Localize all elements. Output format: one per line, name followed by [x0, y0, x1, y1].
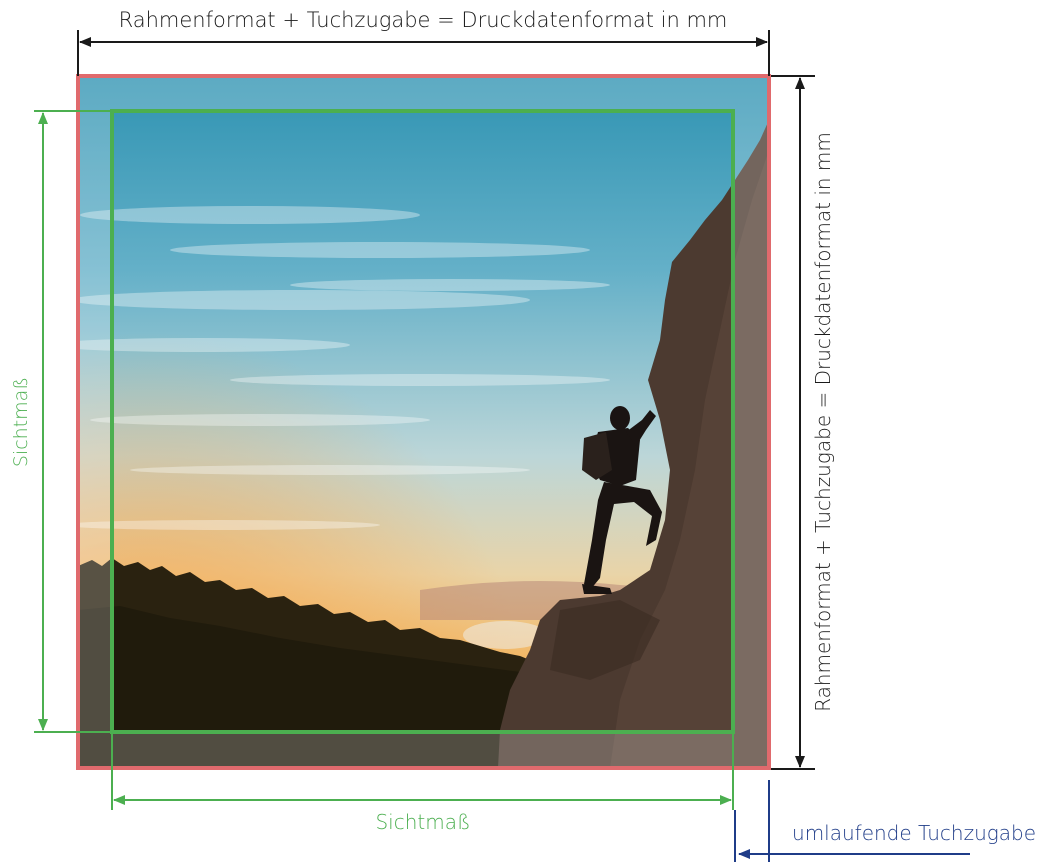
bleed-callout: umlaufende Tuchzugabe — [734, 780, 1036, 862]
bottom-dimension-label: Sichtmaß — [375, 810, 470, 834]
top-dimension-label: Rahmenformat + Tuchzugabe = Druckdatenfo… — [119, 8, 728, 32]
left-dimension-label: Sichtmaß — [10, 377, 32, 467]
print-format-outline — [76, 74, 771, 770]
cloud-streaks — [78, 206, 610, 530]
forest — [78, 558, 530, 768]
top-dimension: Rahmenformat + Tuchzugabe = Druckdatenfo… — [77, 8, 770, 76]
photo-illustration — [78, 76, 769, 768]
visible-area-outline — [110, 109, 735, 734]
bleed-label: umlaufende Tuchzugabe — [792, 821, 1036, 845]
left-dimension: Sichtmaß — [10, 110, 112, 733]
climber-silhouette — [582, 406, 662, 594]
cliff — [498, 120, 769, 768]
right-dimension-label: Rahmenformat + Tuchzugabe = Druckdatenfo… — [811, 132, 835, 712]
right-dimension: Rahmenformat + Tuchzugabe = Druckdatenfo… — [771, 75, 835, 770]
bottom-dimension: Sichtmaß — [111, 732, 734, 834]
